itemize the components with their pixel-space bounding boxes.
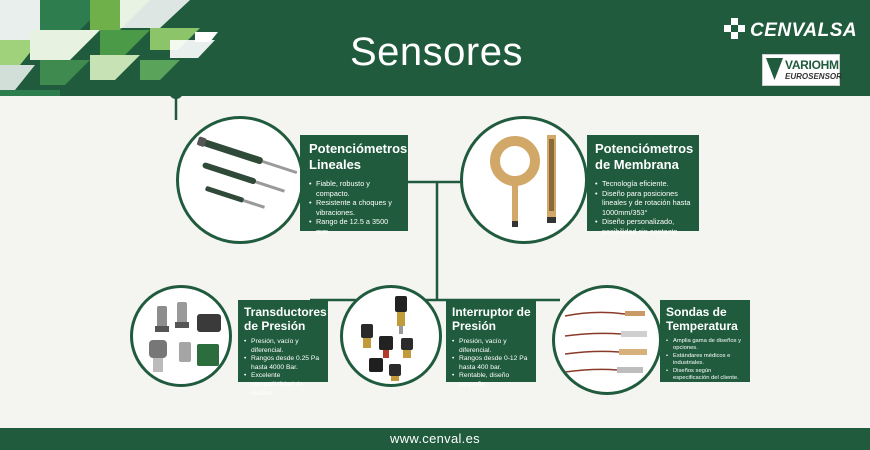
product-title: Sondas de Temperatura (666, 305, 738, 333)
product-card-pressure-switches: Interruptor de Presión Presión, vacío y … (446, 300, 536, 388)
membrane-potentiometer-icon (490, 135, 556, 227)
product-feature: Fiable, robusto y compacto. (309, 179, 402, 198)
product-title: Potenciómetros Lineales (309, 141, 408, 172)
product-card-membrane-potentiometers: Potenciómetros de Membrana Tecnología ef… (587, 135, 699, 236)
variohm-logo-text: VARIOHM (785, 58, 839, 72)
product-feature: Presión, vacío y diferencial. (452, 338, 531, 355)
linear-potentiometers-image (176, 116, 304, 244)
pressure-switch-icon (361, 296, 413, 381)
product-feature: Rangos desde 0.25 Pa hasta 4000 Bar. (244, 355, 323, 372)
product-feature: Diseños según especificación del cliente… (666, 368, 745, 383)
product-feature: Rangos desde 0-12 Pa hasta 400 bar. (452, 355, 531, 372)
product-feature: Amplia gama de diseños y opciones. (666, 338, 745, 353)
product-card-linear-potentiometers: Potenciómetros Lineales Fiable, robusto … (300, 135, 408, 236)
variohm-logo: VARIOHM EUROSENSOR (762, 54, 842, 86)
page-title: Sensores (350, 30, 523, 74)
product-title: Transductores de Presión (244, 305, 327, 333)
pressure-transducers-image (130, 285, 232, 387)
cenvalsa-logo-text: CENVALSA (750, 20, 858, 41)
linear-potentiometer-icon (197, 136, 298, 209)
temperature-probes-image (552, 285, 662, 395)
footer-bar: www.cenval.es (0, 428, 870, 450)
product-feature: Diseño personalizado, posibilidad sin co… (595, 217, 693, 236)
product-features: Fiable, robusto y compacto. Resistente a… (309, 179, 402, 236)
temperature-probe-icon (564, 311, 647, 373)
product-feature: Diseño para posiciones lineales y de rot… (595, 189, 693, 218)
header-banner: Sensores CENVALSA VARIOHM EUROSENSOR (0, 0, 870, 96)
geometric-mosaic-decoration (0, 0, 218, 96)
product-feature: Estándares médicos e industriales. (666, 353, 745, 368)
product-feature: Excelente compatibilidad de medios. (244, 372, 323, 398)
product-title: Interruptor de Presión (452, 305, 531, 333)
variohm-logo-icon (766, 58, 783, 80)
product-feature: Tecnología eficiente. (595, 179, 693, 189)
cenvalsa-logo: CENVALSA (724, 18, 857, 44)
product-title: Potenciómetros de Membrana (595, 141, 694, 172)
product-features: Tecnología eficiente. Diseño para posici… (595, 179, 693, 236)
product-features: Presión, vacío y diferencial. Rangos des… (452, 338, 531, 390)
product-feature: Rango de 12.5 a 3500 mm. (309, 217, 402, 236)
product-feature: Presión, vacío y diferencial. (244, 338, 323, 355)
cenvalsa-logo-icon (724, 18, 745, 39)
website-link[interactable]: www.cenval.es (390, 431, 480, 446)
membrane-potentiometers-image (460, 116, 588, 244)
product-feature: Rentable, diseño pequeño. (452, 372, 531, 389)
product-feature: Resistente a choques y vibraciones. (309, 198, 402, 217)
product-features: Amplia gama de diseños y opciones. Están… (666, 338, 745, 382)
pressure-transducer-icon (149, 302, 221, 372)
eurosensor-logo-text: EUROSENSOR (785, 72, 842, 81)
product-card-temperature-probes: Sondas de Temperatura Amplia gama de dis… (660, 300, 750, 382)
product-features: Presión, vacío y diferencial. Rangos des… (244, 338, 323, 398)
product-card-pressure-transducers: Transductores de Presión Presión, vacío … (238, 300, 328, 397)
pressure-switches-image (340, 285, 442, 387)
